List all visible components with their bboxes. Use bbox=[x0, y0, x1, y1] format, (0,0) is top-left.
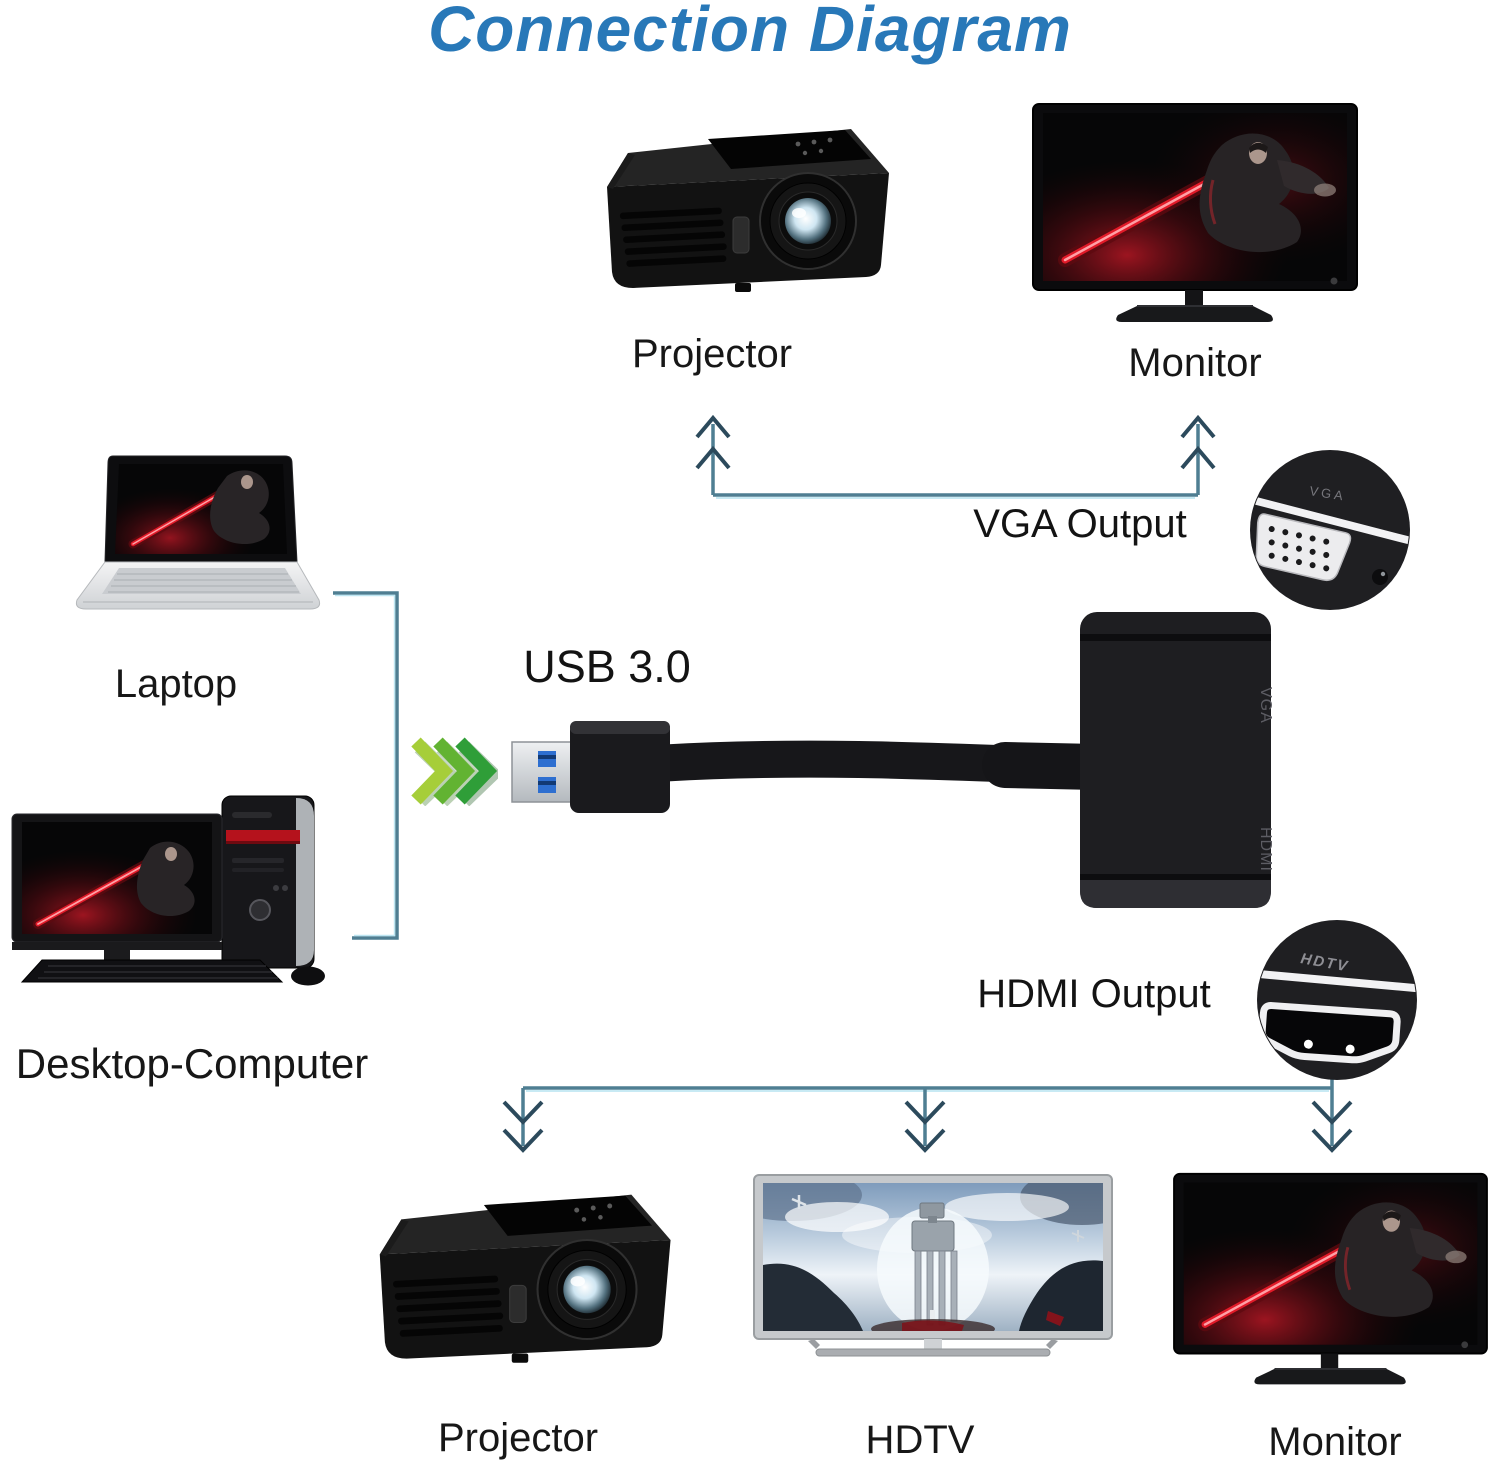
desktop-computer-label: Desktop-Computer bbox=[15, 1040, 369, 1087]
down-arrow-to-monitor bbox=[1311, 1100, 1353, 1153]
desktop-computer-image bbox=[8, 790, 352, 995]
usb-plug-and-cable-image bbox=[511, 721, 1105, 813]
projector-top-label: Projector bbox=[631, 332, 793, 376]
projector-bottom-image bbox=[355, 1180, 685, 1366]
projector-bottom-label: Projector bbox=[437, 1416, 599, 1460]
page-title: Connection Diagram bbox=[428, 0, 1072, 65]
source-bracket-line bbox=[333, 591, 399, 940]
up-arrow-to-projector bbox=[695, 414, 731, 470]
monitor-top-image bbox=[1027, 100, 1363, 333]
hdtv-label: HDTV bbox=[865, 1418, 975, 1462]
monitor-top-label: Monitor bbox=[1128, 341, 1262, 385]
vga-output-label: VGA Output bbox=[973, 502, 1187, 546]
laptop-image bbox=[75, 450, 321, 628]
laptop-label: Laptop bbox=[114, 662, 238, 706]
down-arrow-to-projector bbox=[502, 1100, 544, 1153]
fast-forward-arrows-icon bbox=[411, 737, 498, 806]
up-arrow-to-monitor bbox=[1180, 414, 1216, 470]
hdmi-port-icon: HDTV bbox=[1256, 919, 1418, 1081]
vga-branch-line bbox=[711, 424, 1200, 499]
adapter-hdmi-port-label: HDMI bbox=[1257, 827, 1273, 872]
usb-pins bbox=[538, 751, 556, 793]
down-arrow-to-hdtv bbox=[904, 1100, 946, 1153]
adapter-vga-port-label: VGA bbox=[1257, 687, 1273, 724]
monitor-bottom-image bbox=[1168, 1170, 1493, 1395]
usb-adapter-image: VGA HDMI bbox=[1080, 612, 1273, 908]
projector-top-image bbox=[583, 115, 903, 295]
hdmi-output-label: HDMI Output bbox=[977, 972, 1211, 1016]
vga-badge-label: VGA bbox=[1309, 483, 1347, 504]
monitor-bottom-label: Monitor bbox=[1268, 1420, 1402, 1464]
usb-label: USB 3.0 bbox=[523, 641, 691, 692]
vga-port-icon: VGA bbox=[1249, 449, 1411, 611]
hdtv-image bbox=[752, 1173, 1114, 1373]
hdmi-branch-line bbox=[521, 1076, 1334, 1146]
